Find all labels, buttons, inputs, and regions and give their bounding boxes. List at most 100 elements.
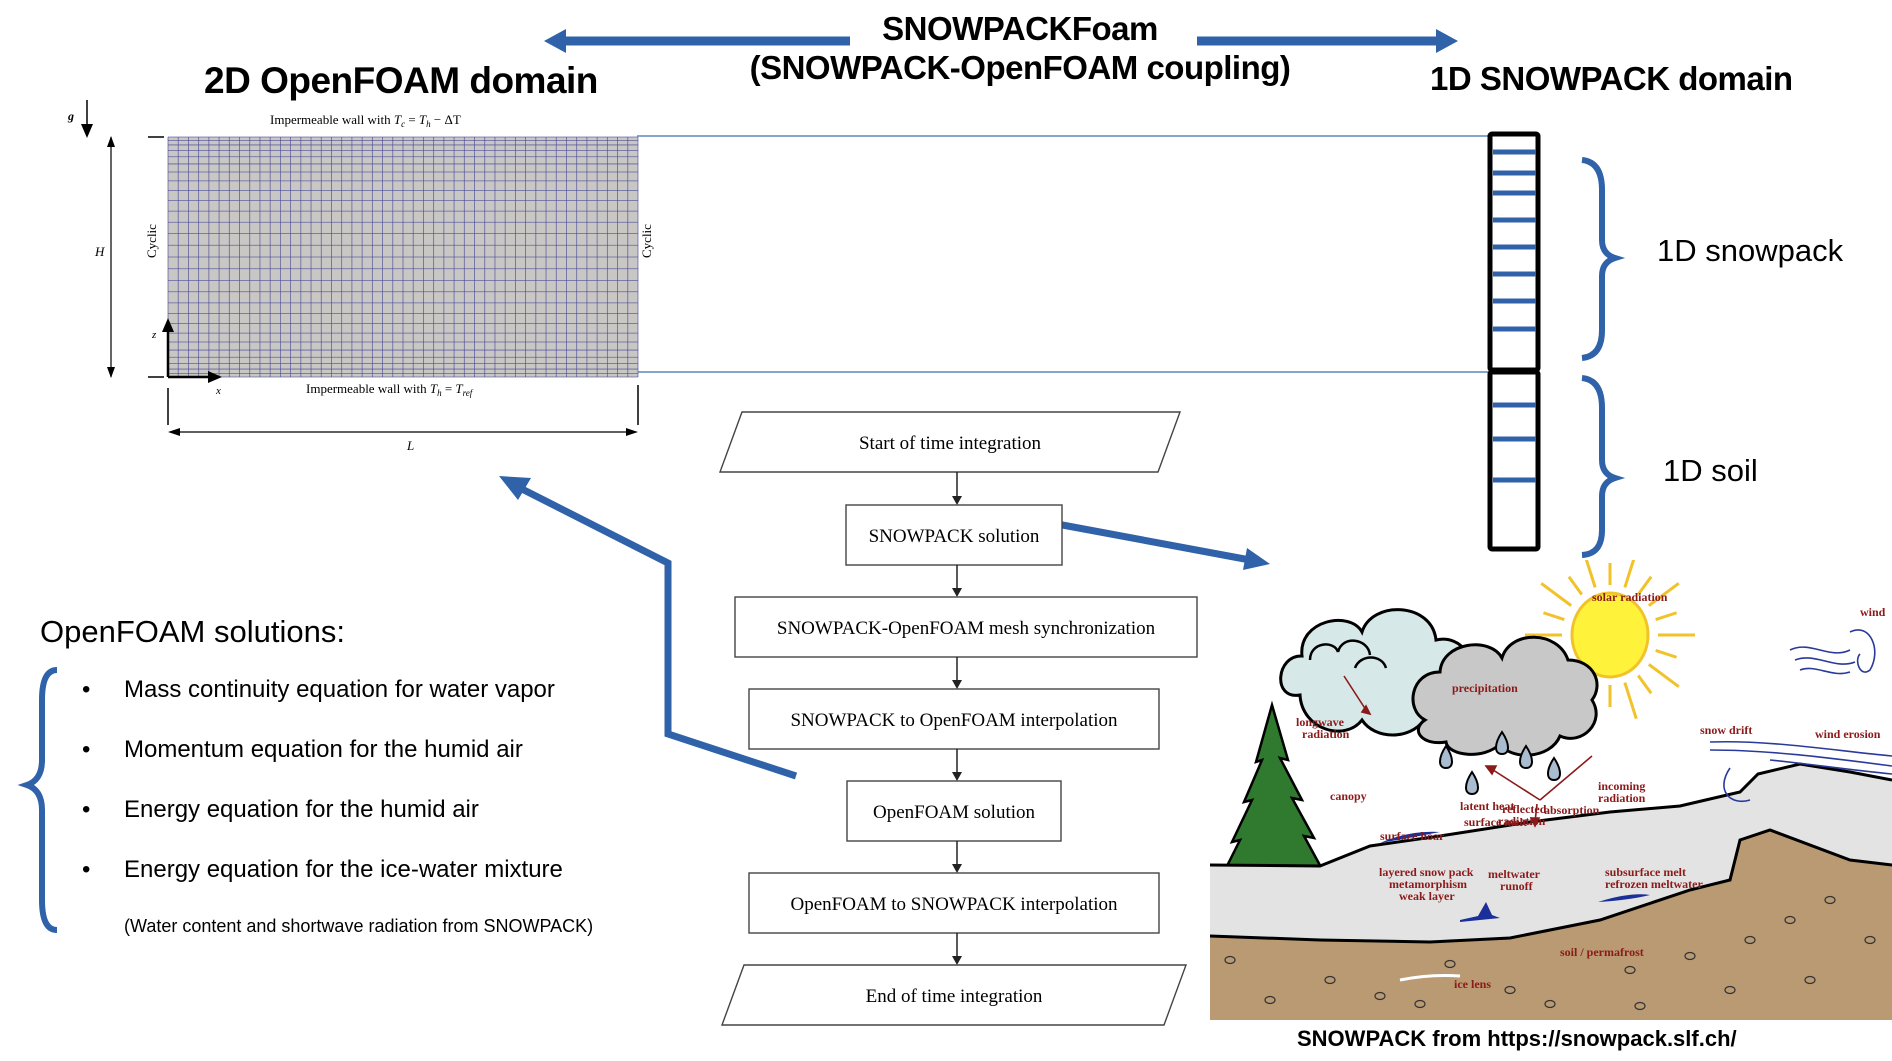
label-meltwater-2: runoff (1500, 879, 1534, 893)
label-snow-drift: snow drift (1700, 723, 1752, 737)
pebble (1784, 915, 1796, 925)
sun-ray (1623, 560, 1636, 588)
mesh-grid (167, 136, 639, 378)
pebble (1684, 951, 1696, 961)
snow-layer (1210, 764, 1892, 942)
snowpack-column (1487, 131, 1541, 552)
gravity-label: g (67, 109, 74, 123)
pebble (1824, 895, 1836, 905)
column-braces (1581, 157, 1626, 558)
snowpack-brace-icon (1581, 157, 1626, 361)
label-wind-erosion: wind erosion (1815, 727, 1881, 741)
pebble (1804, 975, 1816, 985)
coupling-arrow-right (1197, 29, 1458, 53)
label-surface-hoar: surface hoar (1380, 829, 1445, 843)
label-precipitation: precipitation (1452, 681, 1518, 695)
label-latent-heat: latent heat (1460, 799, 1514, 813)
sun-ray (1623, 682, 1638, 720)
soil-brace-icon (1581, 375, 1626, 558)
axis-x-label: x (215, 385, 221, 397)
sun-ray (1637, 575, 1653, 596)
coupling-subtitle: (SNOWPACK-OpenFOAM coupling) (749, 49, 1291, 86)
sun-ray (1637, 674, 1653, 695)
right-boundary-label: Cyclic (639, 224, 654, 258)
axis-z-label: z (151, 329, 157, 341)
sun-ray (1540, 582, 1573, 607)
openfoam-domain-diagram: g Impermeable wall with Tc = Th − ΔT H C… (67, 100, 654, 453)
soil-layer (1210, 830, 1892, 1020)
raindrop (1465, 770, 1479, 796)
label-meltwater-1: meltwater (1488, 867, 1541, 881)
bullet-icon: • (82, 796, 91, 823)
pebble (1324, 975, 1336, 985)
sun-ray (1655, 649, 1678, 659)
bullet-icon: • (82, 736, 91, 763)
openfoam-domain-title: 2D OpenFOAM domain (204, 60, 598, 101)
soil-pebbles (1224, 895, 1876, 1011)
label-longwave-1: longwave (1296, 715, 1345, 729)
label-incoming-1: incoming (1598, 779, 1645, 793)
cloud-rain-icon (1411, 635, 1599, 757)
label-absorption: absorption (1544, 803, 1600, 817)
axis-z-arrow-icon (162, 318, 174, 377)
sun-ray (1542, 611, 1565, 621)
pebble (1264, 995, 1276, 1005)
bullet-icon: • (82, 676, 91, 703)
sun-ray (1647, 663, 1680, 688)
pebble (1624, 965, 1636, 975)
solution-item-label: Energy equation for the ice-water mixtur… (124, 856, 563, 883)
solution-item-label: Momentum equation for the humid air (124, 736, 523, 763)
raindrop (1519, 744, 1533, 770)
radiation-arrows (1343, 675, 1593, 828)
pebble (1374, 991, 1386, 1001)
snowpack-domain-title: 1D SNOWPACK domain (1430, 60, 1793, 97)
left-boundary-label: Cyclic (144, 224, 159, 258)
pebble (1444, 959, 1456, 969)
illustration-credit: SNOWPACK from https://snowpack.slf.ch/ (1297, 1026, 1737, 1051)
snowpack-output-arrow (1056, 520, 1270, 570)
coupling-arrow-left (544, 29, 850, 53)
label-soil: soil / permafrost (1560, 945, 1644, 959)
pebble (1504, 985, 1516, 995)
pebble (1634, 1001, 1646, 1011)
gravity-arrow-icon (81, 100, 93, 138)
snow-layer-lines (1493, 149, 1536, 332)
label-layered-2: metamorphism (1389, 877, 1467, 891)
wind-lines-icon (1709, 629, 1892, 803)
sun-ray (1567, 575, 1583, 596)
label-layered-3: weak layer (1399, 889, 1455, 903)
length-label: L (406, 438, 414, 453)
sun-ray (1655, 611, 1678, 621)
raindrops-icon (1439, 730, 1561, 796)
axis-x-arrow-icon (168, 371, 222, 383)
solution-item-label: Mass continuity equation for water vapor (124, 676, 555, 703)
pebble (1544, 999, 1556, 1009)
pebble (1864, 935, 1876, 945)
raindrop (1547, 756, 1561, 782)
label-wind: wind (1860, 605, 1886, 619)
pebble (1224, 955, 1236, 965)
label-subsurface-1: subsurface melt (1605, 865, 1686, 879)
pebble (1414, 999, 1426, 1009)
soil-column-block (1487, 369, 1541, 552)
label-reflected-1: reflected (1502, 802, 1547, 816)
label-layered-1: layered snow pack (1379, 865, 1474, 879)
label-reflected-2: radiation (1498, 814, 1546, 828)
soil-layer-label: 1D soil (1663, 453, 1758, 488)
sun-ray (1584, 560, 1597, 588)
snowpack-illustration: solar radiation precipitation longwave r… (1210, 560, 1892, 1020)
label-solar-radiation: solar radiation (1592, 590, 1668, 604)
label-incoming-2: radiation (1598, 791, 1646, 805)
pebble (1744, 935, 1756, 945)
label-longwave-2: radiation (1302, 727, 1350, 741)
raindrop (1439, 744, 1453, 770)
solutions-title: OpenFOAM solutions: (40, 614, 345, 649)
height-label: H (94, 244, 105, 259)
soil-layer-lines (1493, 402, 1536, 483)
label-canopy: canopy (1330, 789, 1367, 803)
label-surface-melt: surface melt (1464, 815, 1527, 829)
label-ice-lens: ice lens (1454, 977, 1491, 991)
solutions-note: (Water content and shortwave radiation f… (124, 916, 594, 936)
solution-item-label: Energy equation for the humid air (124, 796, 479, 823)
